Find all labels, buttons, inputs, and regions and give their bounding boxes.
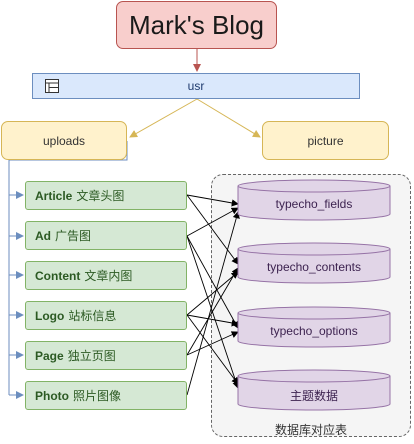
link-ad-options [186, 235, 239, 329]
link-page-contents [186, 267, 239, 356]
link-logo-contents [186, 271, 239, 316]
folder-ad: Ad 广告图 [25, 221, 187, 250]
link-logo-options [186, 314, 239, 327]
db-table-options [237, 306, 391, 348]
folder-photo: Photo 照片图像 [25, 381, 187, 410]
uploads-folder: uploads [1, 121, 127, 160]
folder-en: Article [35, 188, 73, 203]
link-article-contents [186, 194, 239, 265]
database-caption: 数据库对应表 [274, 423, 347, 437]
usr-folder: usr [32, 73, 360, 99]
table-label-contents: typecho_contents [266, 260, 362, 274]
folder-en: Page [35, 348, 64, 363]
link-ad-fields [186, 207, 239, 237]
db-table-contents [237, 242, 391, 284]
folder-cn: 文章内图 [84, 269, 133, 283]
link-photo-fields [186, 211, 240, 396]
folder-en: Ad [35, 228, 51, 243]
link-page-options [186, 331, 239, 356]
folder-en: Content [35, 268, 81, 283]
picture-folder: picture [262, 121, 389, 160]
table-icon [45, 79, 59, 93]
folder-en: Logo [35, 308, 65, 323]
folder-cn: 独立页图 [67, 349, 116, 363]
folder-en: Photo [35, 388, 69, 403]
db-table-theme [237, 369, 391, 411]
usr-label: usr [187, 79, 205, 93]
link-logo-theme [186, 314, 239, 385]
folder-cn: 站标信息 [68, 309, 117, 323]
folder-cn: 广告图 [55, 229, 92, 243]
link-article-fields [186, 194, 239, 207]
table-label-fields: typecho_fields [275, 197, 353, 211]
table-label-theme: 主题数据 [289, 389, 338, 403]
folder-cn: 照片图像 [73, 389, 122, 403]
db-table-fields [237, 179, 391, 221]
usr-to-picture-arrow [196, 98, 261, 138]
table-label-options: typecho_options [270, 324, 358, 338]
blog-title: Mark's Blog [116, 1, 277, 49]
folder-cn: 文章头图 [76, 189, 125, 203]
uploads-tree-trunk [8, 141, 128, 395]
usr-to-uploads-arrow [129, 98, 198, 138]
